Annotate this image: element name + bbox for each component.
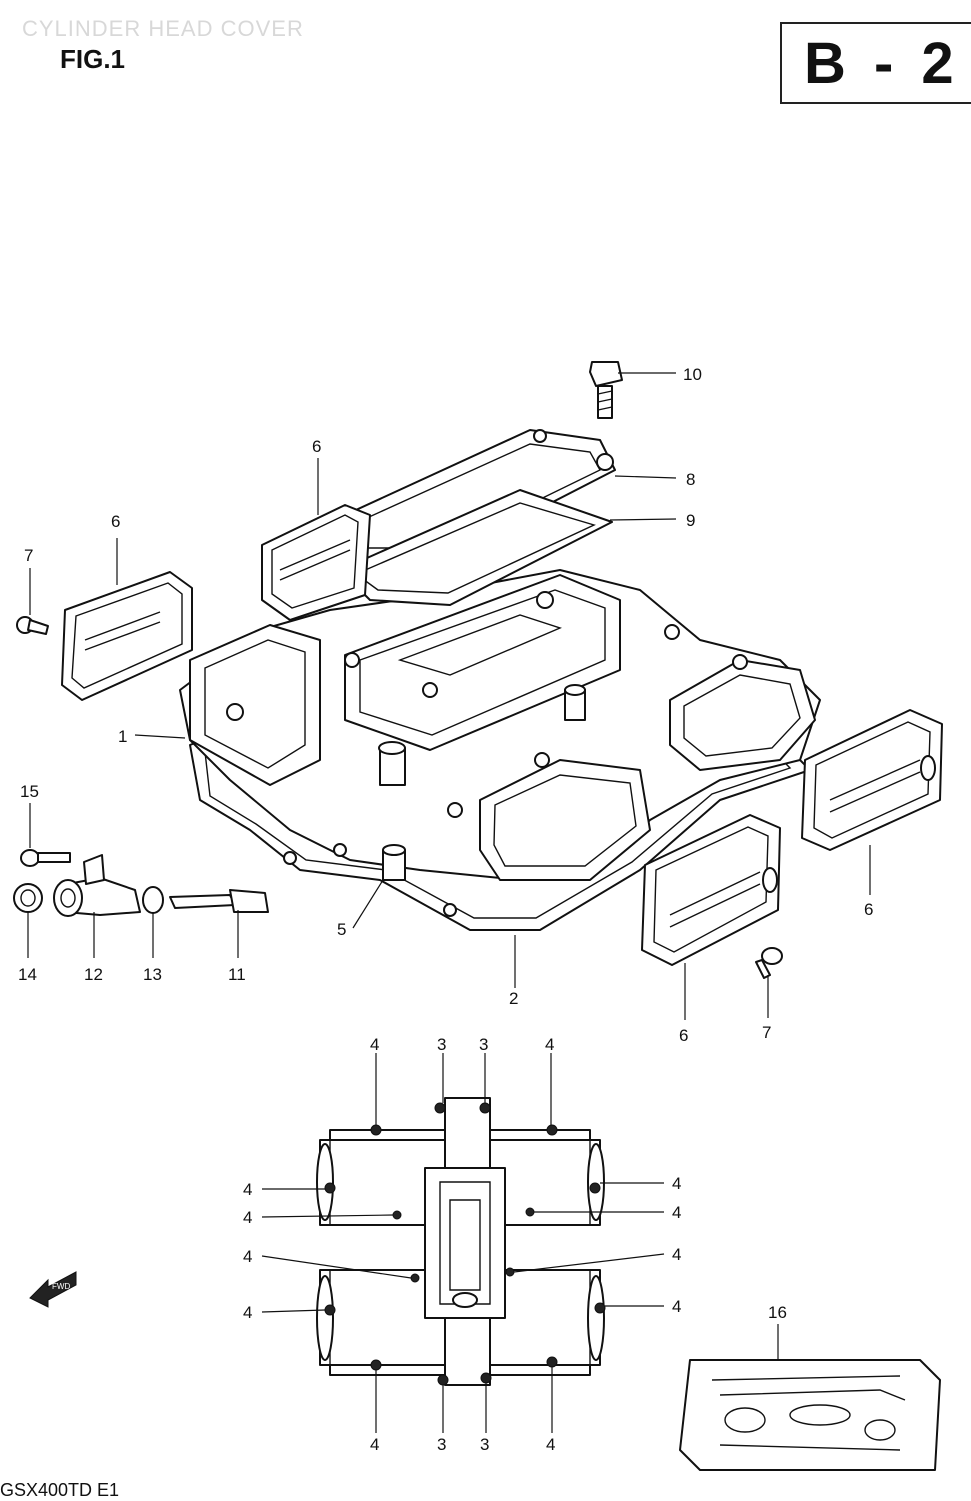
- section-code-box: B - 2: [780, 22, 971, 104]
- side-cover-left: [61, 571, 193, 701]
- oil-seal-cap: [13, 883, 43, 913]
- section-code: B - 2: [804, 31, 960, 96]
- callout-10: 10: [683, 365, 702, 384]
- gasket-set: [679, 1359, 941, 1471]
- tachometer-bolt: [20, 849, 71, 867]
- callout-3-bottom-1: 3: [437, 1435, 446, 1454]
- callout-4-right-3: 4: [672, 1245, 681, 1264]
- callout-14: 14: [18, 965, 37, 984]
- callout-6-upper-left: 6: [312, 437, 321, 456]
- callout-7-right: 7: [762, 1023, 771, 1042]
- callout-5: 5: [337, 920, 346, 939]
- callout-4-left-3: 4: [243, 1247, 252, 1266]
- callout-1: 1: [118, 727, 127, 746]
- cover-screw-right: [755, 947, 783, 979]
- callout-3-top-2: 3: [479, 1035, 488, 1054]
- callout-8: 8: [686, 470, 695, 489]
- callout-4-left-1: 4: [243, 1180, 252, 1199]
- callout-6-front-right: 6: [679, 1026, 688, 1045]
- front-arrow-label: FWD: [52, 1282, 70, 1291]
- callout-6-right: 6: [864, 900, 873, 919]
- callout-2: 2: [509, 989, 518, 1008]
- figure-label: FIG.1: [60, 44, 126, 74]
- side-cover-front-right: [641, 814, 781, 966]
- callout-15: 15: [20, 782, 39, 801]
- callout-12: 12: [84, 965, 103, 984]
- callout-4-bottom-right: 4: [546, 1435, 555, 1454]
- callout-4-left-2: 4: [243, 1208, 252, 1227]
- callout-4-top-left: 4: [370, 1035, 379, 1054]
- callout-9: 9: [686, 511, 695, 530]
- callout-11: 11: [228, 965, 246, 984]
- cover-screw-left: [16, 616, 49, 635]
- callout-4-right-2: 4: [672, 1203, 681, 1222]
- callout-6-left: 6: [111, 512, 120, 531]
- callout-4-top-right: 4: [545, 1035, 554, 1054]
- side-cover-upper-left: [261, 504, 371, 621]
- callout-7-left: 7: [24, 546, 33, 565]
- cylinder-head-top-view: [316, 1097, 606, 1386]
- callout-4-left-4: 4: [243, 1303, 252, 1322]
- tachometer-gear-housing: [53, 854, 141, 917]
- front-arrow-icon: FWD: [29, 1271, 77, 1308]
- callout-13: 13: [143, 965, 162, 984]
- o-ring: [142, 886, 164, 914]
- diagram-title: CYLINDER HEAD COVER: [22, 16, 304, 41]
- tachometer-drive-gear: [169, 889, 269, 913]
- callout-4-right-1: 4: [672, 1174, 681, 1193]
- callout-3-bottom-2: 3: [480, 1435, 489, 1454]
- callout-16: 16: [768, 1303, 787, 1322]
- model-code: GSX400TD E1: [0, 1480, 120, 1500]
- side-cover-right: [801, 709, 943, 851]
- callout-4-bottom-left: 4: [370, 1435, 379, 1454]
- callout-3-top-1: 3: [437, 1035, 446, 1054]
- leader-lines: [27, 372, 871, 1433]
- breather-bolt: [589, 361, 623, 419]
- callout-4-right-4: 4: [672, 1297, 681, 1316]
